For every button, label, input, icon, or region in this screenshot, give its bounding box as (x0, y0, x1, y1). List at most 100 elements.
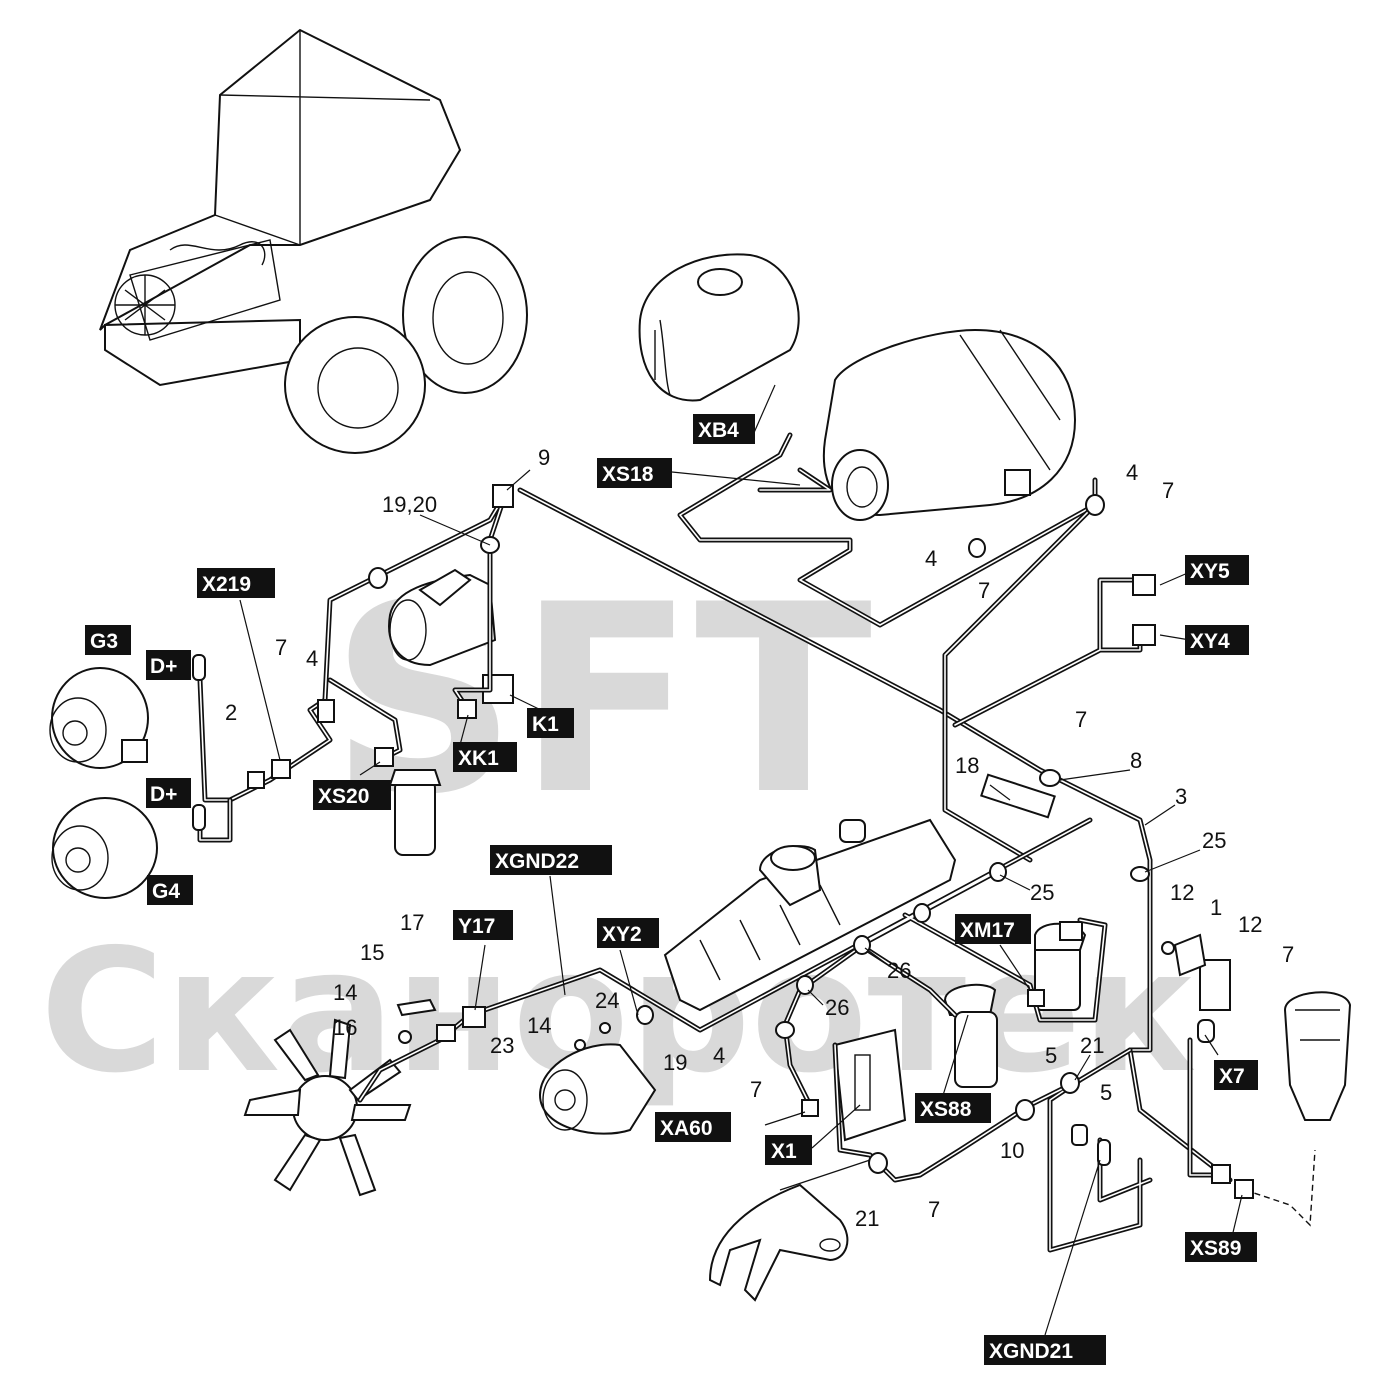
tag-d-plus-upper: D+ (146, 650, 191, 680)
connectors (192, 484, 1254, 1199)
intake-manifold (663, 818, 957, 1012)
component-1 (1173, 933, 1231, 1011)
part-number-7: 7 (978, 578, 990, 603)
part-number-10: 10 (1000, 1138, 1024, 1163)
svg-text:XM17: XM17 (960, 919, 1015, 942)
tag-xk1: XK1 (453, 742, 517, 772)
tag-g4: G4 (147, 875, 193, 905)
part-number-7: 7 (1162, 478, 1174, 503)
part-number-5: 5 (1100, 1080, 1112, 1105)
svg-text:XS88: XS88 (920, 1098, 972, 1121)
svg-text:XB4: XB4 (698, 419, 739, 442)
svg-text:XK1: XK1 (458, 747, 499, 770)
part-number-17: 17 (400, 910, 424, 935)
svg-text:XS18: XS18 (602, 463, 654, 486)
tag-y17: Y17 (453, 910, 513, 940)
svg-text:XS20: XS20 (318, 785, 369, 808)
part-number-4: 4 (306, 646, 318, 671)
tag-xs18: XS18 (597, 458, 672, 488)
tag-xs20: XS20 (313, 780, 391, 810)
fuel-pump (1034, 921, 1087, 1011)
svg-text:XY4: XY4 (1190, 630, 1230, 653)
svg-text:XY2: XY2 (602, 923, 642, 946)
part-number-12: 12 (1170, 880, 1194, 905)
mounting-bracket (708, 1183, 849, 1302)
tag-xy2: XY2 (597, 918, 659, 948)
fuel-filter-left (388, 769, 442, 856)
part-number-7: 7 (928, 1197, 940, 1222)
svg-text:XY5: XY5 (1190, 560, 1230, 583)
svg-text:D+: D+ (150, 655, 177, 678)
part-number-25: 25 (1202, 828, 1226, 853)
svg-text:G4: G4 (152, 880, 180, 903)
part-number-7: 7 (1282, 942, 1294, 967)
tag-d-plus-lower: D+ (146, 778, 191, 808)
part-number-19-20: 19,20 (382, 492, 437, 517)
water-separator (1244, 991, 1352, 1227)
svg-text:G3: G3 (90, 630, 118, 653)
air-filter (822, 328, 1077, 521)
part-number-26: 26 (887, 958, 911, 983)
part-number-12: 12 (1238, 912, 1262, 937)
tag-x1: X1 (765, 1135, 812, 1165)
hydraulic-tank (638, 253, 800, 402)
tag-k1: K1 (527, 708, 574, 738)
part-number-15: 15 (360, 940, 384, 965)
part-number-2: 2 (225, 700, 237, 725)
tag-x219: X219 (197, 568, 275, 598)
part-number-9: 9 (538, 445, 550, 470)
svg-text:XA60: XA60 (660, 1117, 713, 1140)
tag-x7: X7 (1214, 1060, 1258, 1090)
svg-text:XGND21: XGND21 (989, 1340, 1073, 1363)
alternator-g4 (51, 797, 158, 899)
tag-xs88: XS88 (915, 1093, 991, 1123)
svg-text:K1: K1 (532, 713, 559, 736)
part-number-7: 7 (275, 635, 287, 660)
tag-xm17: XM17 (955, 914, 1031, 944)
part-number-18: 18 (955, 753, 979, 778)
tag-xy4: XY4 (1185, 625, 1249, 655)
svg-text:XGND22: XGND22 (495, 850, 579, 873)
leader-lines (239, 384, 1243, 1336)
ac-compressor (538, 1043, 657, 1135)
part-number-14: 14 (527, 1013, 551, 1038)
svg-text:X1: X1 (771, 1140, 797, 1163)
part-number-7: 7 (750, 1077, 762, 1102)
part-number-16: 16 (333, 1015, 357, 1040)
tag-xa60: XA60 (655, 1112, 731, 1142)
part-number-4: 4 (1126, 460, 1138, 485)
svg-text:D+: D+ (150, 783, 177, 806)
part-number-14: 14 (333, 980, 357, 1005)
part-number-1: 1 (1210, 895, 1222, 920)
svg-text:X7: X7 (1219, 1065, 1245, 1088)
tag-g3: G3 (85, 625, 131, 655)
tag-xy5: XY5 (1185, 555, 1249, 585)
watermark: SFT Cканоротек (40, 550, 1197, 1111)
part-numbers: 9 19,20 4 7 4 7 7 4 2 7 8 18 3 25 25 26 … (225, 445, 1294, 1231)
tractor-illustration (99, 28, 528, 454)
part-number-26: 26 (825, 995, 849, 1020)
part-number-7: 7 (1075, 707, 1087, 732)
part-number-24: 24 (595, 988, 619, 1013)
connector-tags: XB4 XS18 X219 G3 D+ D+ G4 XS20 XK1 K1 XY… (85, 414, 1258, 1365)
alternator-g3 (49, 667, 149, 769)
svg-text:XS89: XS89 (1190, 1237, 1241, 1260)
part-number-21: 21 (855, 1206, 879, 1231)
tag-xs89: XS89 (1185, 1232, 1257, 1262)
tag-xgnd22: XGND22 (490, 845, 612, 875)
engine-fan (243, 1018, 412, 1197)
fuel-filter-center (943, 983, 998, 1088)
part-number-4: 4 (713, 1043, 725, 1068)
svg-text:Y17: Y17 (458, 915, 495, 938)
svg-text:X219: X219 (202, 573, 251, 596)
part-number-23: 23 (490, 1033, 514, 1058)
part-number-5: 5 (1045, 1043, 1057, 1068)
tag-xgnd21: XGND21 (984, 1335, 1106, 1365)
part-number-21: 21 (1080, 1033, 1104, 1058)
control-unit (833, 1028, 907, 1142)
part-number-8: 8 (1130, 748, 1142, 773)
part-number-19: 19 (663, 1050, 687, 1075)
part-number-4: 4 (925, 546, 937, 571)
tag-xb4: XB4 (693, 414, 755, 444)
